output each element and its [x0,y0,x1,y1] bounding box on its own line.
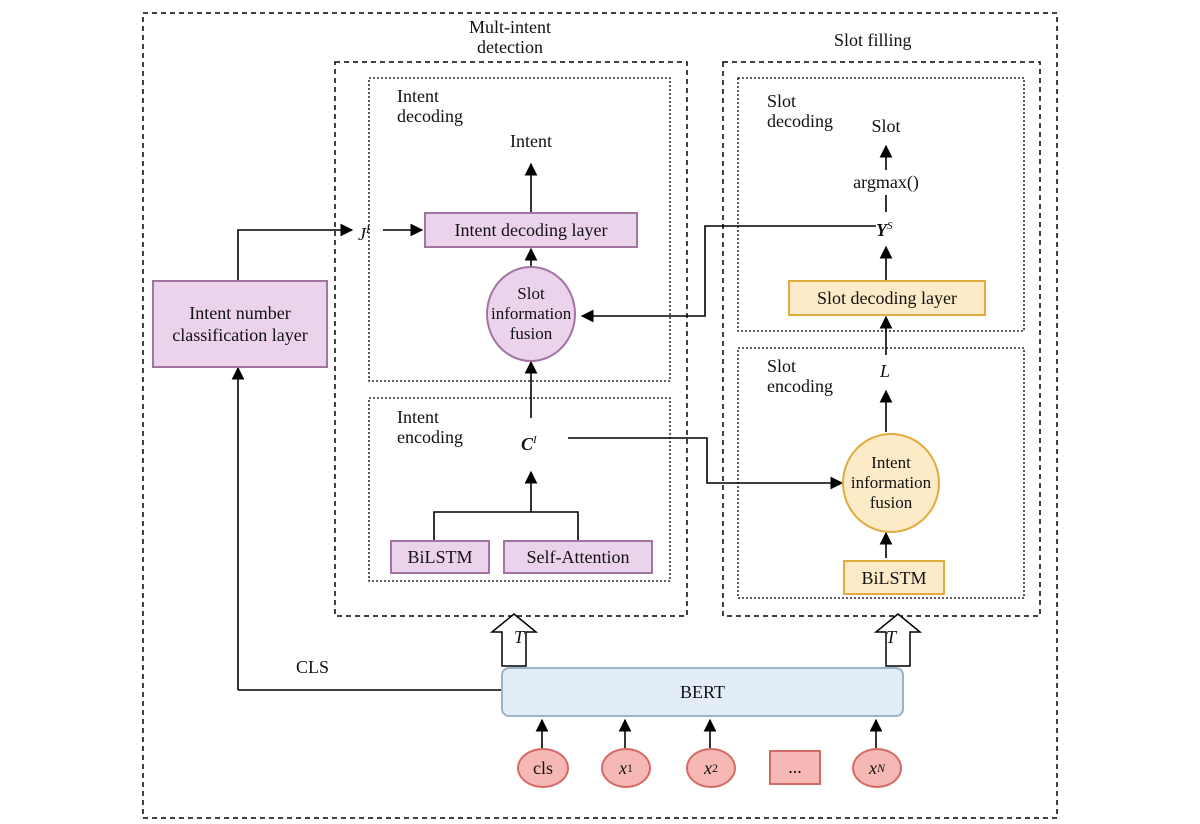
slot-decoding-title: Slot decoding [767,91,833,131]
intent-output-label: Intent [510,131,552,151]
multi-intent-title: Mult-intent detection [469,17,551,57]
c-symbol: CI [521,434,537,454]
slot-encoding-title: Slot encoding [767,356,833,396]
token-cls: cls [517,748,569,788]
t-arrow-right [873,613,923,667]
t-symbol-left: T [514,627,525,647]
slot-output-label: Slot [871,116,901,136]
bilstm-slot-box: BiLSTM [843,560,945,595]
token-ellipsis: ... [769,750,821,785]
intent-encoding-title: Intent encoding [397,407,463,447]
y-symbol: YS [876,220,893,240]
intent-decoding-title: Intent decoding [397,86,463,126]
argmax-label: argmax() [853,172,919,192]
cls-edge-label: CLS [296,657,330,677]
self-attention-box: Self-Attention [503,540,653,574]
intent-number-classification-layer: Intent number classification layer [152,280,328,368]
slot-filling-frame [722,61,1041,617]
t-symbol-right: T [886,627,897,647]
slot-decoding-layer: Slot decoding layer [788,280,986,316]
outer-frame [142,12,1058,819]
slot-decoding-frame [737,77,1025,332]
bilstm-intent-box: BiLSTM [390,540,490,574]
l-symbol: L [880,361,891,381]
slot-filling-title: Slot filling [834,30,912,50]
intent-decoding-layer: Intent decoding layer [424,212,638,248]
slot-information-fusion-node: Slot information fusion [486,266,576,362]
intent-information-fusion-node: Intent information fusion [842,433,940,533]
j-symbol: JI [358,224,370,244]
t-arrow-left [489,613,539,667]
intent-decoding-frame [368,77,671,382]
bert-encoder: BERT [501,667,904,717]
intent-encoding-frame [368,397,671,582]
